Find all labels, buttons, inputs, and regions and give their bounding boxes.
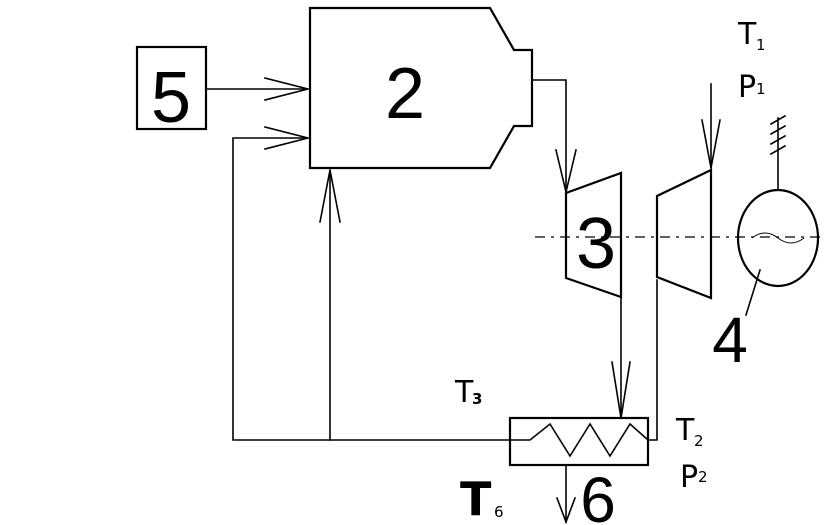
arrow-5-to-2 bbox=[205, 77, 309, 101]
t2-subscript: 2 bbox=[694, 432, 704, 450]
t3-subscript: 3 bbox=[472, 390, 482, 408]
unit-5: 5 bbox=[135, 45, 208, 138]
t6-subscript: 6 bbox=[494, 503, 504, 521]
t2-label: T bbox=[675, 413, 695, 448]
generator-4: 4 bbox=[712, 114, 820, 376]
generator-4-label: 4 bbox=[712, 304, 748, 376]
unit-2-label: 2 bbox=[385, 54, 425, 134]
pipe-exchanger-to-compressor bbox=[647, 279, 658, 441]
heat-exchanger bbox=[508, 416, 650, 467]
t1-label: T bbox=[737, 17, 757, 52]
outlet-6: 6 bbox=[555, 464, 616, 525]
label-t1-p1: T 1 P 1 bbox=[737, 17, 766, 105]
compressor bbox=[655, 168, 713, 300]
label-t6: T 6 bbox=[460, 472, 504, 525]
pipe-2-to-3 bbox=[531, 79, 577, 193]
compressor-inlet-arrow bbox=[701, 83, 721, 169]
t6-label: T bbox=[460, 472, 492, 525]
turbine-3: 3 bbox=[564, 171, 623, 299]
p2-subscript: 2 bbox=[698, 468, 708, 486]
outlet-6-label: 6 bbox=[580, 464, 616, 525]
label-t3: T 3 bbox=[454, 375, 482, 410]
p2-label: P bbox=[680, 460, 698, 495]
t3-label: T bbox=[454, 375, 474, 410]
p1-label: P bbox=[738, 70, 756, 105]
turbine-3-label: 3 bbox=[576, 204, 616, 284]
label-t2-p2: T 2 P 2 bbox=[675, 413, 708, 495]
t1-subscript: 1 bbox=[756, 36, 766, 54]
return-line bbox=[232, 126, 511, 441]
pipe-3-to-exchanger bbox=[611, 296, 631, 419]
unit-2-chamber: 2 bbox=[308, 6, 534, 170]
unit-5-label: 5 bbox=[151, 58, 191, 138]
p1-subscript: 1 bbox=[756, 80, 766, 98]
